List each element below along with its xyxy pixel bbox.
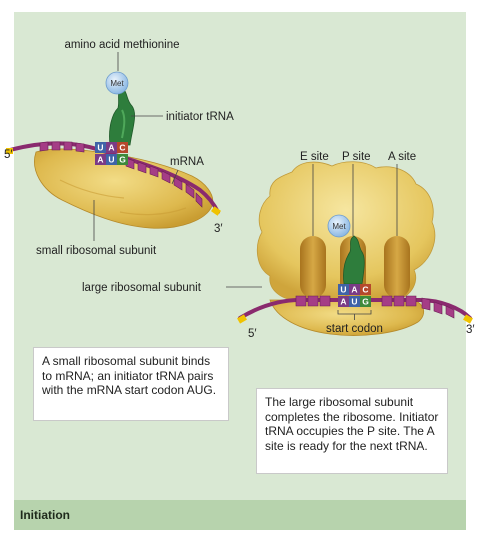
anticodon-base-1: U	[97, 143, 103, 153]
footer-title: Initiation	[20, 508, 70, 522]
label-a-site: A site	[388, 151, 416, 163]
label-e-site: E site	[300, 151, 329, 163]
met-amino-acid-right: Met	[327, 214, 351, 238]
anticodon-right-base-2: A	[351, 285, 357, 295]
label-small-ribosomal-subunit: small ribosomal subunit	[36, 245, 157, 257]
label-initiator-trna-left: initiator tRNA	[166, 111, 234, 123]
label-five-prime-right: 5′	[248, 328, 257, 340]
codon-right-base-3: G	[362, 297, 369, 307]
footer-bar	[14, 500, 466, 530]
mrna-strand-right	[237, 295, 473, 324]
codon-left: A U G	[95, 154, 128, 165]
a-site	[384, 236, 410, 298]
label-large-ribosomal-subunit: large ribosomal subunit	[82, 282, 202, 294]
codon-right: A U G	[338, 296, 371, 307]
callout-step-1: A small ribosomal subunit binds to mRNA;…	[33, 347, 229, 421]
callout-step-2: The large ribosomal subunit completes th…	[256, 388, 448, 474]
anticodon-right-base-3: C	[362, 285, 368, 295]
met-amino-acid-left: Met	[105, 71, 129, 95]
e-site	[300, 236, 326, 298]
label-amino-acid-methionine: amino acid methionine	[64, 39, 179, 51]
initiator-trna-right	[343, 235, 365, 285]
codon-base-2: U	[108, 155, 114, 165]
anticodon-right-base-1: U	[340, 285, 346, 295]
label-three-prime-right: 3′	[466, 324, 475, 336]
met-label-left: Met	[110, 79, 124, 88]
codon-right-base-1: A	[340, 297, 346, 307]
met-label-right: Met	[332, 222, 346, 231]
codon-right-base-2: U	[351, 297, 357, 307]
anticodon-right: U A C	[338, 284, 371, 295]
initiator-trna-left	[109, 87, 135, 146]
label-start-codon: start codon	[326, 323, 383, 335]
codon-base-1: A	[97, 155, 103, 165]
label-p-site: P site	[342, 151, 371, 163]
anticodon-left: U A C	[95, 142, 128, 153]
codon-base-3: G	[119, 155, 126, 165]
anticodon-base-2: A	[108, 143, 114, 153]
label-five-prime-left: 5′	[4, 149, 13, 161]
label-mrna: mRNA	[170, 156, 204, 168]
label-three-prime-left: 3′	[214, 223, 223, 235]
mrna-strand-left	[6, 141, 221, 216]
anticodon-base-3: C	[119, 143, 125, 153]
